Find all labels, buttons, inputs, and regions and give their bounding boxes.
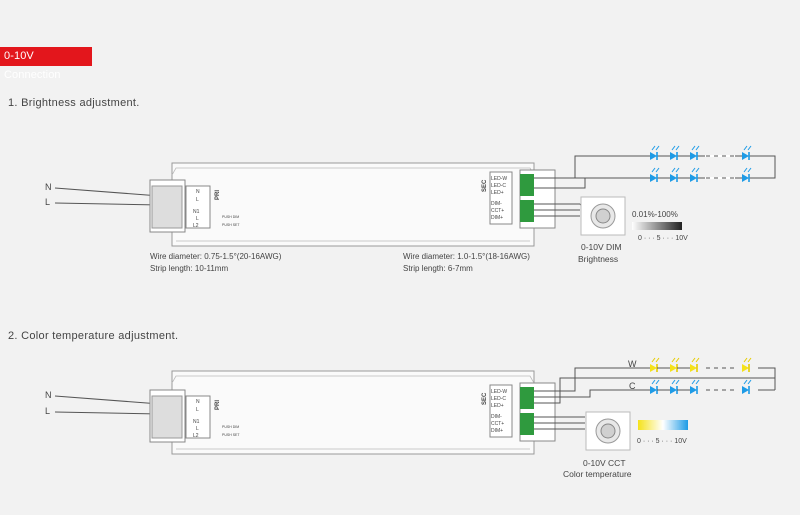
led-output-terminal bbox=[520, 387, 534, 409]
cct-diagram: N L N L N1 L L2 PRI PUSH DIM PUSH SET LE… bbox=[45, 357, 776, 479]
terminal-led-w: LED-W bbox=[491, 389, 507, 395]
input-l-label: L bbox=[45, 406, 50, 416]
terminal-l2: L2 bbox=[193, 223, 199, 229]
terminal-dim-plus: DIM+ bbox=[491, 215, 503, 221]
led-wire-minus bbox=[534, 155, 776, 179]
warm-led-icon bbox=[649, 357, 660, 373]
terminal-dim-minus: DIM- bbox=[491, 414, 502, 420]
led-output-terminal bbox=[520, 174, 534, 196]
input-n-label: N bbox=[45, 390, 52, 400]
wire-l bbox=[54, 411, 161, 415]
strip-length-input: Strip length: 10-11mm bbox=[150, 264, 228, 273]
terminal-led-plus: LED+ bbox=[491, 403, 504, 409]
terminal-l-dim: L bbox=[196, 426, 199, 432]
terminal-n: N bbox=[196, 399, 200, 405]
wire-n bbox=[54, 395, 161, 405]
push-dim-label: PUSH DIM bbox=[222, 425, 239, 429]
cool-led-icon bbox=[741, 379, 752, 395]
led-icon bbox=[689, 145, 700, 161]
sec-label: SEC bbox=[482, 392, 488, 405]
cct-scale: 0 · · · 5 · · · 10V bbox=[637, 438, 687, 445]
terminal-l: L bbox=[196, 197, 199, 203]
terminal-cct-plus: CCT+ bbox=[491, 208, 504, 214]
brightness-bar bbox=[632, 222, 682, 230]
w-channel-label: W bbox=[628, 359, 637, 369]
dimmer-sub-label: Brightness bbox=[578, 254, 618, 264]
pri-label: PRI bbox=[215, 400, 221, 410]
cct-terminal bbox=[520, 413, 534, 435]
terminal-cct-plus: CCT+ bbox=[491, 421, 504, 427]
pri-label: PRI bbox=[215, 190, 221, 200]
terminal-dim-plus: DIM+ bbox=[491, 428, 503, 434]
terminal-n: N bbox=[196, 189, 200, 195]
strip-length-output: Strip length: 6-7mm bbox=[403, 264, 473, 273]
led-icon bbox=[649, 145, 660, 161]
led-wire-c bbox=[534, 389, 650, 398]
brightness-scale: 0 · · · 5 · · · 10V bbox=[638, 235, 688, 242]
led-wire-w bbox=[534, 367, 650, 392]
cct-dimmer-label: 0-10V CCT bbox=[583, 458, 626, 468]
led-wire-plus bbox=[534, 367, 776, 404]
dimmer-label: 0-10V DIM bbox=[581, 242, 622, 252]
section-badge: 0-10V Connection bbox=[0, 47, 92, 81]
cct-dimmer-sub-label: Color temperature bbox=[563, 469, 632, 479]
push-set-label: PUSH SET bbox=[222, 223, 240, 227]
terminal-led-c: LED-C bbox=[491, 183, 506, 189]
cool-led-icon bbox=[669, 379, 680, 395]
brightness-percent: 0.01%-100% bbox=[632, 210, 678, 219]
driver-body bbox=[171, 370, 535, 455]
terminal-l-dim: L bbox=[196, 216, 199, 222]
wire-diameter-output: Wire diameter: 1.0-1.5°(18-16AWG) bbox=[403, 252, 530, 261]
left-terminal-block bbox=[151, 185, 183, 229]
terminal-n1: N1 bbox=[193, 209, 200, 215]
cct-section-title: 2. Color temperature adjustment. bbox=[8, 330, 179, 342]
terminal-l: L bbox=[196, 407, 199, 413]
led-icon bbox=[689, 167, 700, 183]
cool-led-icon bbox=[689, 379, 700, 395]
push-set-label: PUSH SET bbox=[222, 433, 240, 437]
led-icon bbox=[669, 145, 680, 161]
left-terminal-block bbox=[151, 395, 183, 439]
sec-label: SEC bbox=[482, 179, 488, 192]
led-icon bbox=[669, 167, 680, 183]
cct-gradient-bar bbox=[638, 420, 688, 430]
c-channel-label: C bbox=[629, 381, 636, 391]
brightness-diagram: N L N L N1 L L2 PRI PUSH DIM PUSH SET LE… bbox=[45, 145, 776, 273]
terminal-led-plus: LED+ bbox=[491, 190, 504, 196]
push-dim-label: PUSH DIM bbox=[222, 215, 239, 219]
warm-led-icon bbox=[669, 357, 680, 373]
terminal-l2: L2 bbox=[193, 433, 199, 439]
led-icon bbox=[741, 145, 752, 161]
driver-body bbox=[171, 162, 535, 247]
input-n-label: N bbox=[45, 182, 52, 192]
cool-led-icon bbox=[649, 379, 660, 395]
wire-diameter-input: Wire diameter: 0.75-1.5°(20-16AWG) bbox=[150, 252, 282, 261]
wire-n bbox=[54, 187, 161, 197]
terminal-dim-minus: DIM- bbox=[491, 201, 502, 207]
brightness-section-title: 1. Brightness adjustment. bbox=[8, 97, 140, 109]
terminal-led-c: LED-C bbox=[491, 396, 506, 402]
led-icon bbox=[649, 167, 660, 183]
warm-led-icon bbox=[689, 357, 700, 373]
dim-terminal bbox=[520, 200, 534, 222]
led-icon bbox=[741, 167, 752, 183]
terminal-led-w: LED-W bbox=[491, 176, 507, 182]
input-l-label: L bbox=[45, 197, 50, 207]
warm-led-icon bbox=[741, 357, 752, 373]
wire-l bbox=[54, 202, 161, 206]
terminal-n1: N1 bbox=[193, 419, 200, 425]
